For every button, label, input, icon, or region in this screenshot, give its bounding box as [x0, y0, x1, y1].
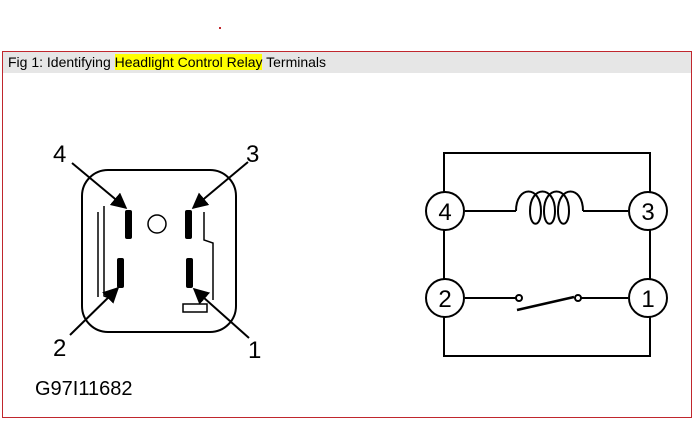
pin-slot-3 [185, 210, 192, 239]
arrow-4 [71, 162, 128, 210]
relay-connector-view: 4 3 2 1 G97I11682 [35, 141, 261, 400]
schematic-label-3: 3 [641, 199, 654, 226]
connector-housing [81, 169, 237, 333]
schematic-label-4: 4 [438, 199, 451, 226]
schematic-frame [443, 152, 651, 357]
caption-highlight: Headlight Control Relay [114, 54, 263, 70]
switch-symbol [516, 295, 575, 312]
caption-prefix: Fig 1: Identifying [8, 54, 115, 70]
switch-contact-right [574, 294, 582, 302]
schematic-label-2: 2 [438, 286, 451, 313]
part-code: G97I11682 [35, 378, 133, 400]
coil-symbol [515, 190, 584, 225]
arrow-3 [191, 161, 249, 210]
pin-slot-1 [186, 258, 193, 288]
terminal-label-1: 1 [248, 337, 261, 364]
key-tab [182, 303, 208, 313]
pin-slot-4 [125, 210, 132, 239]
pin-slot-2 [117, 258, 124, 288]
terminal-circle-1 [628, 278, 668, 318]
schematic-label-1: 1 [641, 286, 654, 313]
figure-caption: Fig 1: Identifying Headlight Control Rel… [3, 52, 691, 73]
figure-frame: Fig 1: Identifying Headlight Control Rel… [2, 51, 692, 418]
terminal-circle-2 [425, 278, 465, 318]
housing-inner-notch [103, 206, 111, 299]
terminal-label-2: 2 [53, 335, 66, 362]
arrow-1 [192, 287, 250, 339]
relay-schematic: 4 3 2 1 [425, 152, 668, 357]
housing-inner-line-right [203, 212, 214, 300]
switch-contact-left [515, 294, 523, 302]
center-hole [147, 214, 167, 234]
terminal-circle-3 [628, 191, 668, 231]
terminal-circle-4 [425, 191, 465, 231]
terminal-label-4: 4 [53, 141, 66, 168]
red-dot-mark [219, 27, 221, 29]
terminal-label-3: 3 [246, 141, 259, 168]
caption-suffix: Terminals [262, 54, 327, 70]
arrow-2 [69, 286, 120, 336]
